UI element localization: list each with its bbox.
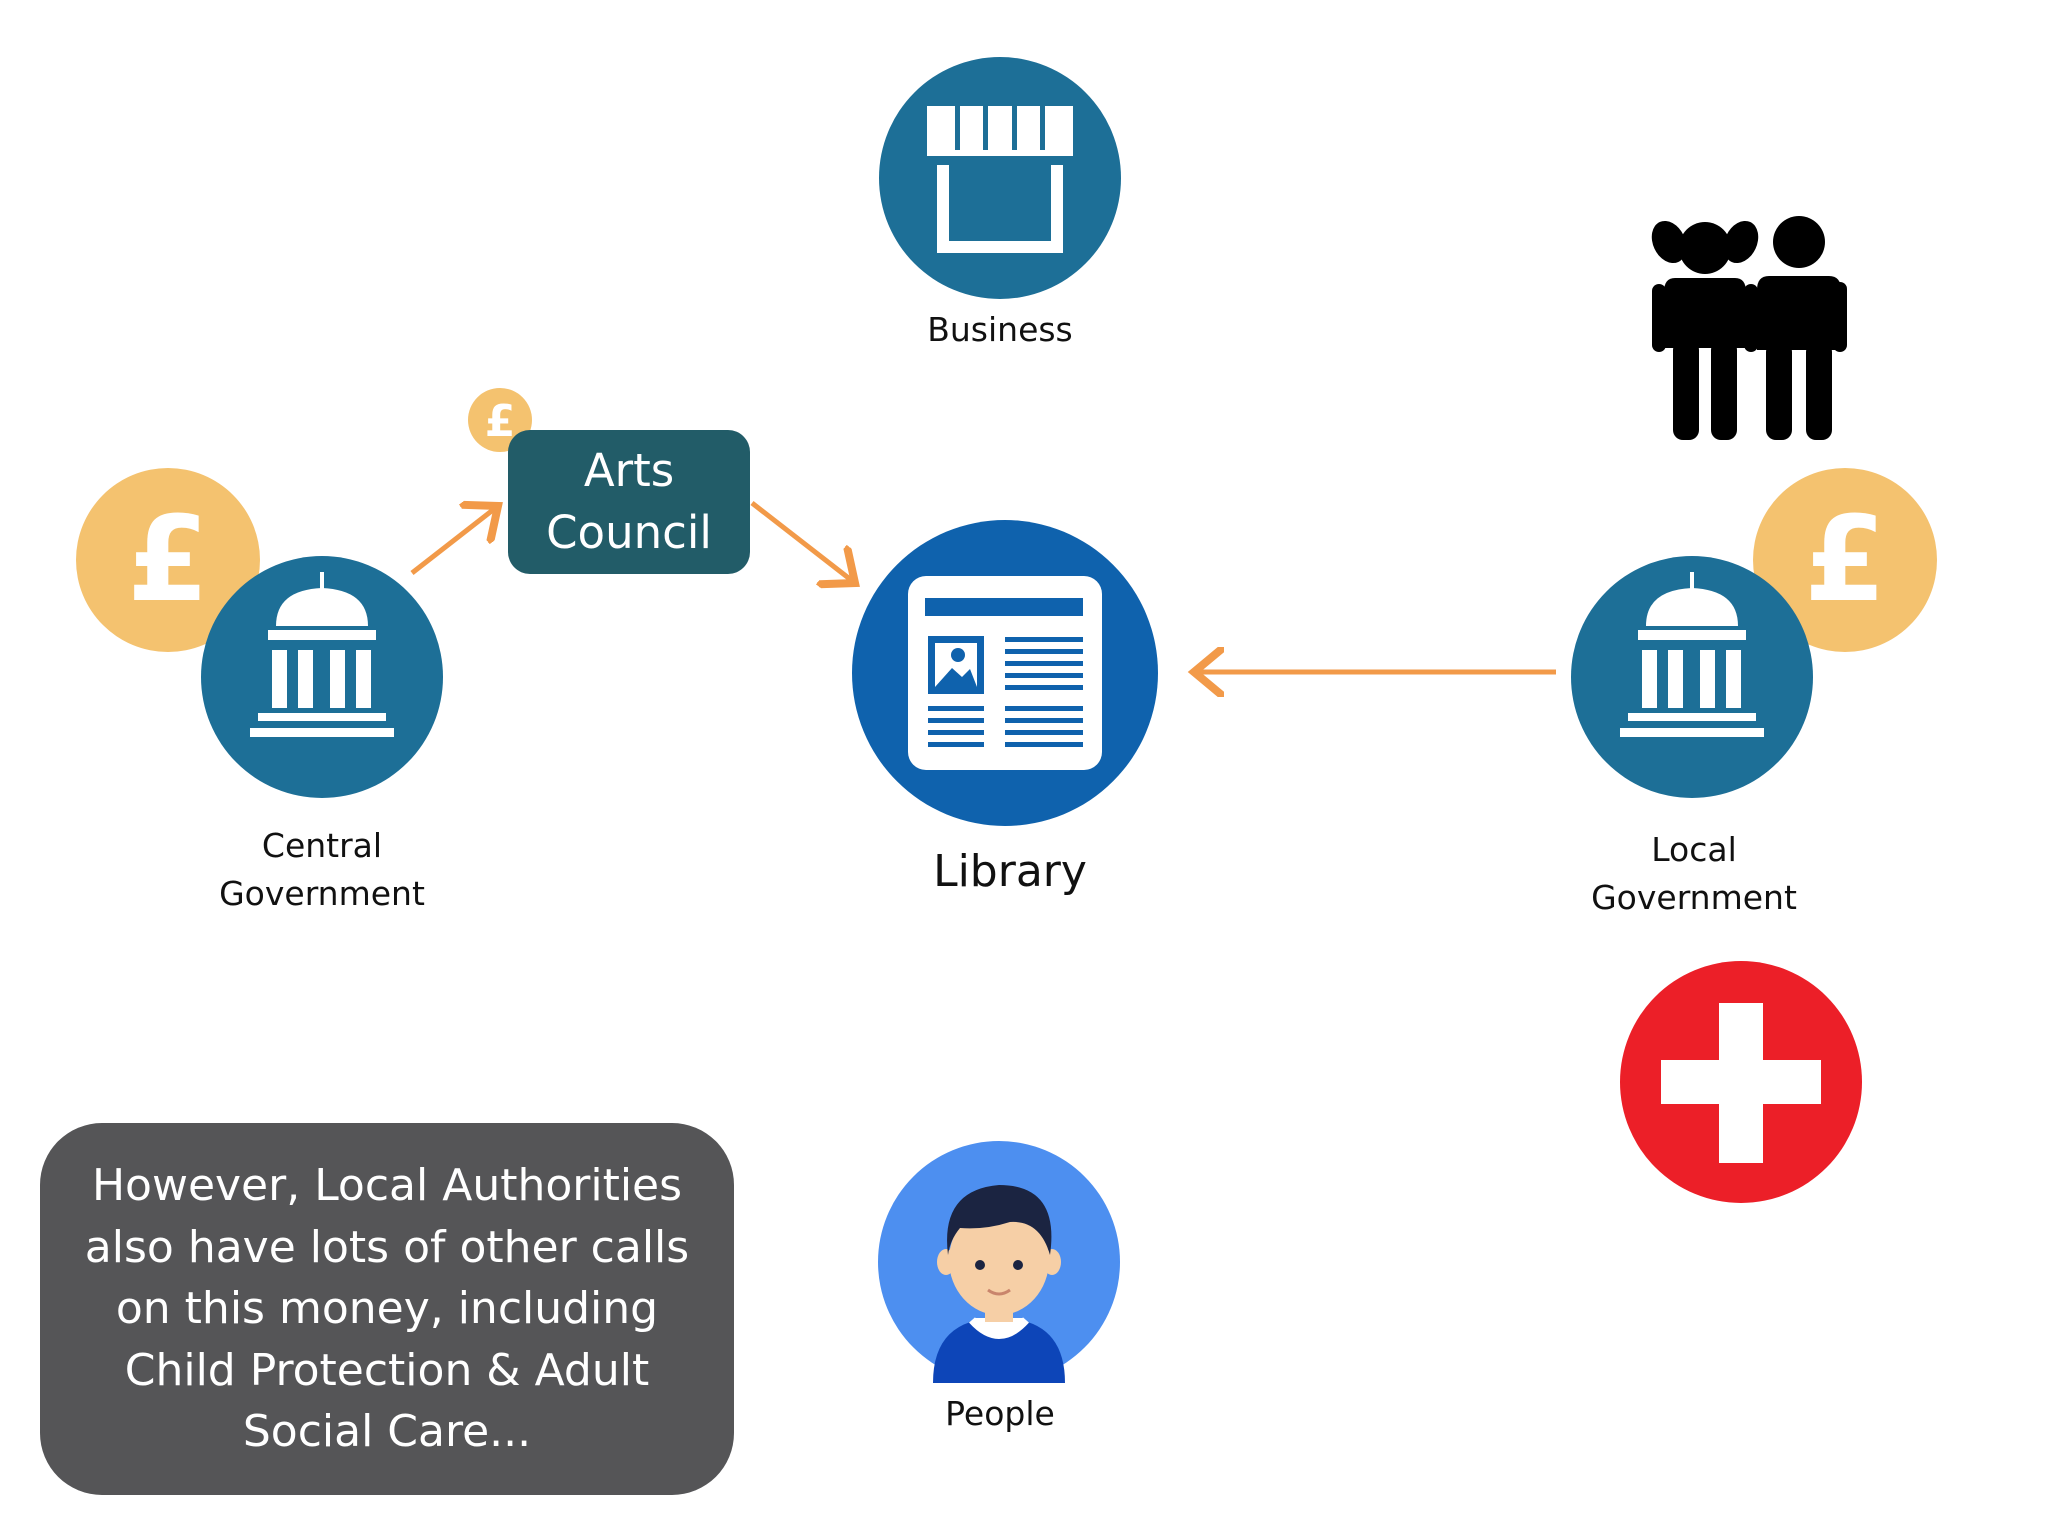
person-avatar-icon [878,1141,1120,1383]
arrow-central-to-arts [410,506,498,575]
note-line: However, Local Authorities [91,1160,683,1212]
svg-text:£: £ [485,396,516,447]
central-government-label-line1: Central [261,826,383,865]
government-building-icon [1571,556,1813,798]
arts-council-box: Arts Council [508,430,750,574]
note-line: Child Protection & Adult [124,1344,650,1396]
people-label: People [945,1394,1055,1433]
business-label: Business [927,310,1073,349]
central-government-label: Central Government [182,822,462,918]
government-building-icon [201,556,443,798]
note-line: on this money, including [115,1283,659,1335]
local-government-label: Local Government [1554,826,1834,922]
red-cross-icon [1620,961,1862,1203]
pound-coin-icon: £ [76,468,260,652]
note-line: also have lots of other calls [84,1221,690,1273]
newspaper-icon [852,520,1158,826]
note-line: Social Care... [242,1406,532,1458]
children-icon [1651,216,1847,440]
storefront-icon [879,57,1121,299]
local-government-label-line1: Local [1651,830,1737,869]
arts-council-label-line2: Council [546,506,712,559]
arts-council-label-line1: Arts [583,444,675,497]
svg-text:£: £ [1804,490,1886,628]
note-callout: However, Local Authorities also have lot… [40,1123,734,1495]
svg-text:£: £ [127,490,209,628]
library-label: Library [933,846,1087,897]
pound-coin-icon: £ [1753,468,1937,652]
local-government-label-line2: Government [1591,878,1797,917]
central-government-label-line2: Government [219,874,425,913]
arrow-arts-to-library [750,501,855,583]
